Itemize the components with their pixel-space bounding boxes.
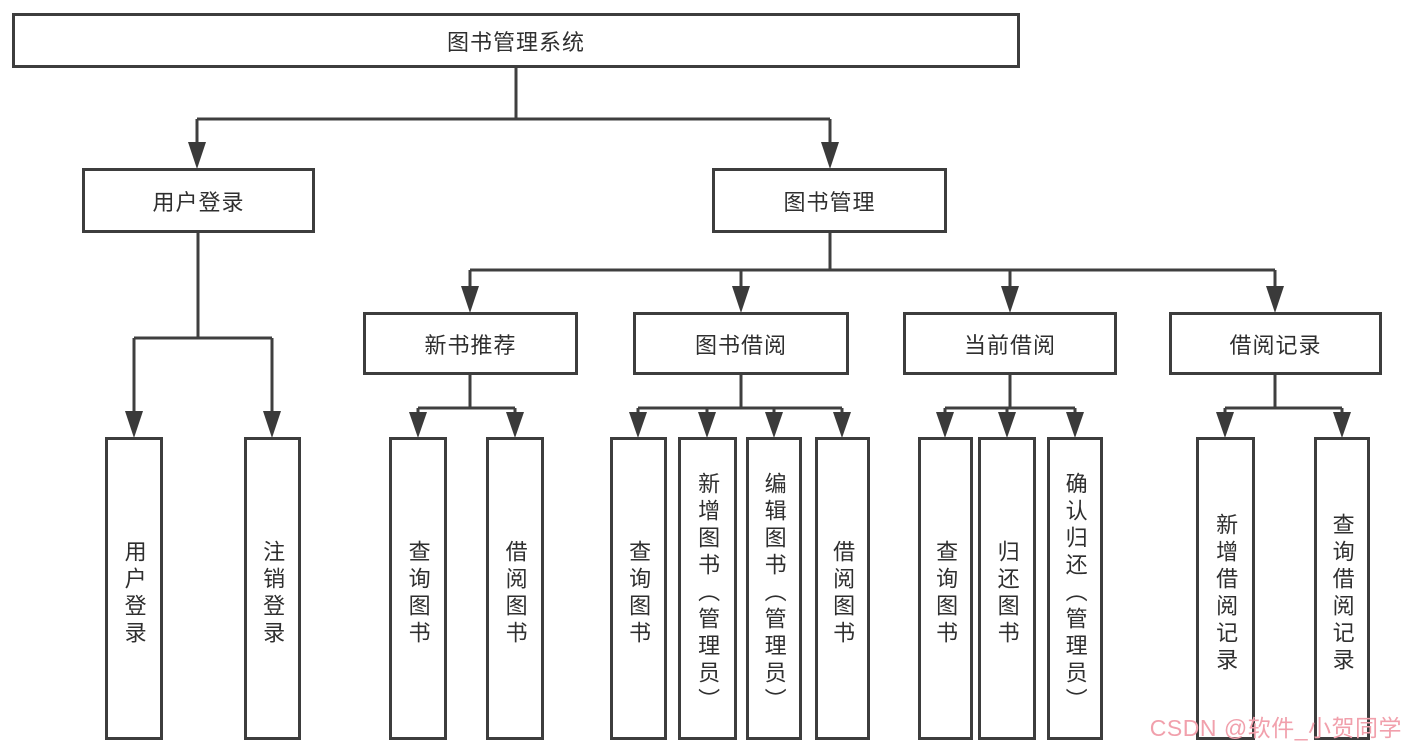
watermark: CSDN @软件_小贺同学: [1149, 715, 1402, 741]
connector-borrow-record: [1216, 375, 1351, 438]
node-label: 借阅记录: [1229, 332, 1322, 358]
node-label: 查询图书: [933, 539, 959, 648]
node-label: 归还图书: [994, 539, 1020, 648]
arrowhead-icon: [732, 286, 750, 313]
node-library-management-system: 图书管理系统: [12, 13, 1020, 68]
leaf-return-book: 归还图书: [978, 437, 1036, 740]
arrowhead-icon: [125, 411, 143, 438]
node-label: 新增借阅记录: [1213, 512, 1239, 675]
arrowhead-icon: [998, 412, 1016, 438]
arrowhead-icon: [765, 412, 783, 438]
leaf-query-book-borrow: 查询图书: [610, 437, 667, 740]
arrowhead-icon: [506, 412, 524, 438]
node-label: 查询图书: [405, 539, 431, 648]
arrowhead-icon: [1216, 412, 1234, 438]
leaf-query-book-current: 查询图书: [918, 437, 973, 740]
node-book-borrow: 图书借阅: [633, 312, 849, 375]
arrowhead-icon: [1001, 286, 1019, 313]
arrowhead-icon: [698, 412, 716, 438]
leaf-add-borrow-record: 新增借阅记录: [1196, 437, 1255, 740]
node-label: 新书推荐: [424, 332, 517, 358]
node-label: 当前借阅: [963, 332, 1056, 358]
node-label: 图书借阅: [694, 332, 787, 358]
arrowhead-icon: [833, 412, 851, 438]
arrowhead-icon: [1266, 286, 1284, 313]
arrowhead-icon: [409, 412, 427, 438]
connector-user-login: [125, 233, 281, 438]
arrowhead-icon: [936, 412, 954, 438]
node-label: 查询借阅记录: [1329, 512, 1355, 675]
leaf-borrow-book: 借阅图书: [815, 437, 870, 740]
arrowhead-icon: [821, 142, 839, 169]
node-label: 借阅图书: [830, 539, 856, 648]
leaf-borrow-book-recommend: 借阅图书: [486, 437, 544, 740]
arrowhead-icon: [461, 286, 479, 313]
connector-book-borrow: [629, 375, 851, 438]
arrowhead-icon: [188, 142, 206, 169]
node-book-management: 图书管理: [712, 168, 947, 233]
node-label: 新增图书（管理员）: [695, 472, 721, 715]
node-label: 用户登录: [121, 539, 147, 648]
arrowhead-icon: [263, 411, 281, 438]
node-label: 查询图书: [626, 539, 652, 648]
arrowhead-icon: [1066, 412, 1084, 438]
node-borrow-record: 借阅记录: [1169, 312, 1382, 375]
leaf-edit-book-admin: 编辑图书（管理员）: [746, 437, 802, 740]
connector-root: [188, 68, 839, 169]
leaf-confirm-return-admin: 确认归还（管理员）: [1047, 437, 1103, 740]
node-label: 图书管理系统: [446, 29, 585, 55]
node-label: 编辑图书（管理员）: [761, 472, 787, 715]
node-user-login: 用户登录: [82, 168, 315, 233]
connector-new-book: [409, 375, 524, 438]
connector-current-borrow: [936, 375, 1084, 438]
node-new-book-recommend: 新书推荐: [363, 312, 578, 375]
arrowhead-icon: [629, 412, 647, 438]
node-label: 确认归还（管理员）: [1062, 472, 1088, 715]
node-label: 图书管理: [783, 189, 876, 215]
leaf-logout: 注销登录: [244, 437, 301, 740]
leaf-query-borrow-record: 查询借阅记录: [1314, 437, 1370, 740]
leaf-add-book-admin: 新增图书（管理员）: [678, 437, 737, 740]
connector-book-mgmt: [461, 233, 1284, 313]
arrowhead-icon: [1333, 412, 1351, 438]
node-label: 用户登录: [152, 189, 245, 215]
node-label: 借阅图书: [502, 539, 528, 648]
leaf-user-login: 用户登录: [105, 437, 163, 740]
leaf-query-book-recommend: 查询图书: [389, 437, 447, 740]
node-label: 注销登录: [260, 539, 286, 648]
node-current-borrow: 当前借阅: [903, 312, 1117, 375]
